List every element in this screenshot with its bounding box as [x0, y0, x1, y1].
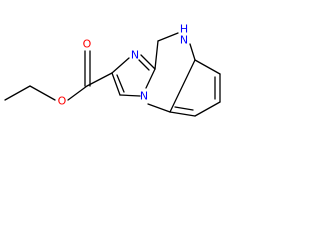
bond-c2-c3 — [111, 72, 121, 96]
bond-ch2-nh — [157, 32, 179, 42]
atom-label-carbonyl-oxygen: O — [83, 38, 92, 51]
bond-c7-c8 — [194, 101, 221, 117]
dihydropyrazine-ring — [147, 32, 196, 113]
bond-c5a-c9b — [169, 59, 196, 113]
bond-c2-c3-inner — [116, 74, 125, 93]
imidazole-ring — [111, 54, 156, 97]
bond-ch2-o — [29, 85, 56, 101]
bond-c3-n1 — [119, 94, 141, 97]
bond-c9a-n-imine-inner — [138, 59, 150, 71]
atom-label-bridge-nitrogen: N — [140, 90, 148, 103]
molecule-structure: O O N N H N — [4, 23, 221, 117]
bond-c5a-c6 — [194, 59, 221, 75]
bond-c8-c9-inner — [174, 106, 194, 111]
bond-ch3-ch2 — [4, 85, 31, 101]
atom-label-amine-nitrogen: N — [180, 34, 188, 47]
benzene-ring — [169, 59, 221, 117]
bond-n-imine-c2 — [111, 57, 130, 74]
atom-label-imine-nitrogen: N — [131, 49, 139, 62]
bond-c9a-ch2 — [154, 40, 159, 70]
bond-n1-c9b — [147, 103, 171, 113]
bond-nh-c5a — [189, 43, 196, 61]
bond-c8-c9 — [169, 111, 196, 117]
atom-label-amine-hydrogen: H — [180, 23, 188, 36]
ethyl-ester-group — [4, 50, 113, 101]
bond-n1-c9a — [145, 68, 156, 89]
bond-carbonyl-ring — [86, 72, 113, 87]
atom-label-ester-oxygen: O — [58, 95, 67, 108]
bond-c9a-n-imine — [140, 54, 156, 70]
bond-o-carbonyl — [67, 85, 88, 101]
